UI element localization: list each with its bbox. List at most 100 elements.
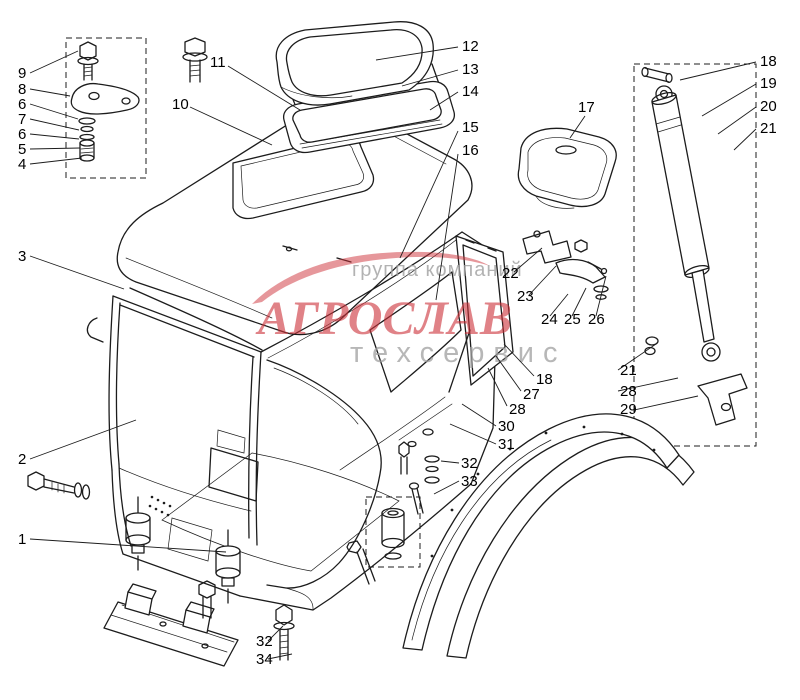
hinge-parts xyxy=(522,230,609,300)
watermark-brand-text: АГРОСЛАВ xyxy=(255,292,512,345)
strut-body xyxy=(651,94,710,276)
callout-leader-30 xyxy=(461,403,497,427)
detail-boxes xyxy=(65,37,757,568)
callout-leader-10 xyxy=(189,106,273,146)
callout-label-23: 23 xyxy=(517,288,534,305)
fender-rear-half xyxy=(446,436,695,659)
hinge-bracket-plate xyxy=(70,82,140,115)
callout-label-30: 30 xyxy=(498,418,515,435)
callout-label-10: 10 xyxy=(172,96,189,113)
callout-label-34: 34 xyxy=(256,651,273,668)
belt-cover xyxy=(517,127,617,209)
callout-label-14: 14 xyxy=(462,83,479,100)
callout-label-7: 7 xyxy=(18,111,26,128)
callout-label-5: 5 xyxy=(18,141,26,158)
fender-front-half xyxy=(402,413,680,651)
callout-leader-7 xyxy=(29,118,80,131)
seat-base xyxy=(208,447,259,502)
cab-mounts xyxy=(103,496,295,667)
callout-label-4: 4 xyxy=(18,156,26,173)
callout-leader-18 xyxy=(503,343,535,377)
windshield-top-edge xyxy=(112,295,262,353)
callout-label-1: 1 xyxy=(18,531,26,548)
strut-detail-box xyxy=(633,63,757,447)
callout-leader-31 xyxy=(449,423,497,445)
callout-leader-9 xyxy=(29,50,79,74)
callout-label-6: 6 xyxy=(18,126,26,143)
callout-leader-27 xyxy=(495,355,522,392)
callout-leader-29 xyxy=(633,395,699,411)
callout-label-26: 26 xyxy=(588,311,605,328)
watermark: группа компаний АГРОСЛАВ техсервис xyxy=(252,251,566,369)
left-pillar xyxy=(108,295,114,471)
callout-leader-24 xyxy=(549,293,569,317)
side-window xyxy=(369,271,462,393)
callout-leader-32 xyxy=(440,460,460,464)
window-stay xyxy=(448,329,471,393)
callout-leader-2 xyxy=(29,419,137,460)
front-panel-plate xyxy=(167,517,213,562)
hatch-lid xyxy=(275,21,434,106)
callout-label-18: 18 xyxy=(760,53,777,70)
callout-leader-28 xyxy=(617,377,679,392)
watermark-bottom-text: техсервис xyxy=(350,337,566,369)
callout-leader-18 xyxy=(679,61,757,81)
callout-label-29: 29 xyxy=(620,401,637,418)
callout-label-21: 21 xyxy=(620,362,637,379)
callout-label-11: 11 xyxy=(210,54,226,71)
dashboard-line xyxy=(118,467,252,512)
callout-leader-5 xyxy=(29,147,81,150)
fender xyxy=(402,413,695,659)
callout-label-17: 17 xyxy=(578,99,595,116)
callout-label-2: 2 xyxy=(18,451,26,468)
callout-label-9: 9 xyxy=(18,65,26,82)
watermark-swoosh xyxy=(252,251,490,304)
callout-label-25: 25 xyxy=(564,311,581,328)
callout-label-24: 24 xyxy=(541,311,558,328)
callout-leader-21 xyxy=(617,343,657,371)
callout-leader-28 xyxy=(487,367,508,407)
callout-leader-6 xyxy=(29,133,80,140)
bushing-detail-box xyxy=(365,496,421,568)
callout-label-8: 8 xyxy=(18,81,26,98)
callout-leader-1 xyxy=(29,538,227,553)
callout-leader-32 xyxy=(267,625,284,642)
b-pillar xyxy=(255,351,262,546)
fastener-set xyxy=(70,41,140,162)
cab-frame xyxy=(86,231,499,611)
callout-leader-4 xyxy=(29,157,83,165)
callout-label-32: 32 xyxy=(461,455,478,472)
callout-leader-33 xyxy=(433,480,460,495)
callout-leader-25 xyxy=(571,287,587,317)
roof-outline xyxy=(116,105,473,336)
callout-label-18: 18 xyxy=(536,371,553,388)
watermark-top-text: группа компаний xyxy=(352,259,523,281)
callout-leader-14 xyxy=(429,91,459,111)
callout-leader-6 xyxy=(29,103,79,120)
callout-leader-20 xyxy=(717,106,757,135)
callout-leader-12 xyxy=(375,46,459,61)
callout-leader-17 xyxy=(569,115,586,139)
callout-label-27: 27 xyxy=(523,386,540,403)
callout-label-20: 20 xyxy=(760,98,777,115)
callout-leader-23 xyxy=(528,265,557,296)
callout-label-12: 12 xyxy=(462,38,479,55)
callout-leader-13 xyxy=(401,69,459,87)
callout-label-28: 28 xyxy=(620,383,637,400)
callout-leader-8 xyxy=(29,88,71,97)
door-aperture xyxy=(266,359,382,589)
callout-label-6: 6 xyxy=(18,96,26,113)
callout-label-31: 31 xyxy=(498,436,515,453)
callout-label-28: 28 xyxy=(509,401,526,418)
rear-window-frame xyxy=(448,235,514,393)
bushing-parts xyxy=(346,441,440,585)
mirror-arm xyxy=(86,317,104,343)
strut-bracket xyxy=(697,373,748,426)
callout-label-21: 21 xyxy=(760,120,777,137)
side-roofline xyxy=(260,231,463,353)
callout-label-16: 16 xyxy=(462,142,479,159)
side-bolt xyxy=(27,471,91,500)
strut-rod xyxy=(691,269,715,343)
